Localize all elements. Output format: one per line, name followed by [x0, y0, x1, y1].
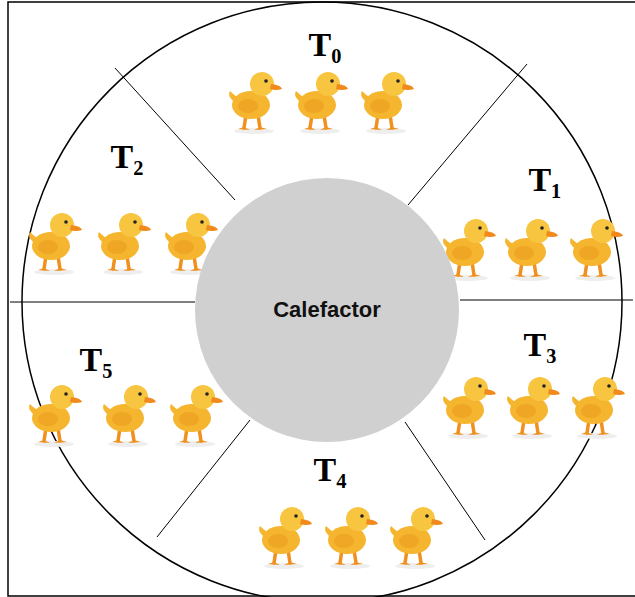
- sector-label: T₄: [314, 453, 347, 487]
- sector-label: T₃: [524, 328, 557, 362]
- heater-label: Calefactor: [273, 297, 381, 323]
- sector-label: T₅: [80, 343, 113, 377]
- sector-label: T₂: [111, 140, 144, 174]
- heater-circle: Calefactor: [195, 178, 459, 442]
- sector-label: T₀: [309, 28, 342, 62]
- sector-label: T₁: [529, 163, 562, 197]
